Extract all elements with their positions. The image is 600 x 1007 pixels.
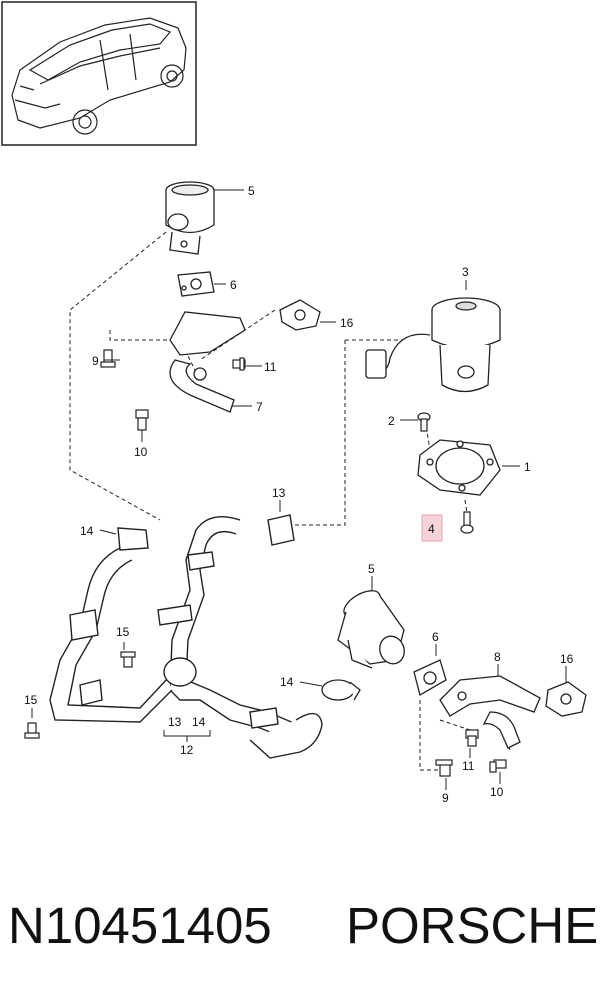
valve-bottom bbox=[337, 590, 405, 669]
vehicle-thumbnail bbox=[1, 1, 197, 146]
parts-diagram: 5 6 16 9 11 7 10 3 2 1 4 13 14 15 15 13 … bbox=[1, 1, 587, 805]
callout-5-top: 5 bbox=[248, 184, 255, 198]
gasket-16-bottom bbox=[545, 681, 587, 717]
bolts-bottom bbox=[435, 729, 507, 777]
gasket-bottom bbox=[413, 659, 447, 696]
callout-11-top: 11 bbox=[264, 360, 277, 374]
callout-5-bottom: 5 bbox=[368, 562, 375, 576]
callout-6-top: 6 bbox=[230, 278, 237, 292]
callout-9-bottom: 9 bbox=[442, 791, 449, 805]
callout-7: 7 bbox=[256, 400, 263, 414]
valve-top bbox=[165, 181, 215, 255]
screws-pump bbox=[417, 412, 474, 534]
callout-13-group: 13 bbox=[168, 715, 182, 729]
callout-2: 2 bbox=[388, 414, 395, 428]
callout-4: 4 bbox=[428, 522, 435, 536]
clamp-14-bottom bbox=[321, 679, 361, 701]
callout-10-top: 10 bbox=[134, 445, 148, 459]
callout-16-bottom: 16 bbox=[560, 652, 574, 666]
highlight-box bbox=[421, 514, 443, 542]
callout-8: 8 bbox=[494, 650, 501, 664]
callout-14-group: 14 bbox=[192, 715, 206, 729]
flange-1 bbox=[417, 439, 501, 496]
air-pump bbox=[365, 297, 501, 393]
callout-14-bottom: 14 bbox=[280, 675, 294, 689]
gasket-top bbox=[177, 271, 215, 297]
callout-6-bottom: 6 bbox=[432, 630, 439, 644]
callout-9-top: 9 bbox=[92, 354, 99, 368]
callout-labels: 5 6 16 9 11 7 10 3 2 1 4 13 14 15 15 13 … bbox=[24, 184, 574, 805]
callout-15-mid: 15 bbox=[116, 625, 130, 639]
callout-13-top: 13 bbox=[272, 486, 286, 500]
gasket-16-top bbox=[279, 299, 321, 331]
callout-12: 12 bbox=[180, 743, 194, 757]
callout-15-low: 15 bbox=[24, 693, 38, 707]
pipe-7 bbox=[169, 311, 246, 413]
part-number: N10451405 bbox=[8, 897, 272, 954]
callout-16-top: 16 bbox=[340, 316, 354, 330]
callout-1: 1 bbox=[524, 460, 531, 474]
callout-11-bottom: 11 bbox=[462, 759, 475, 773]
bolts-mid bbox=[24, 651, 136, 739]
callout-3: 3 bbox=[462, 265, 469, 279]
brand-name: PORSCHE bbox=[346, 897, 599, 954]
hose-assembly bbox=[49, 514, 323, 759]
pipe-8 bbox=[439, 675, 541, 749]
callout-leaders bbox=[31, 189, 567, 790]
callout-14-left: 14 bbox=[80, 524, 94, 538]
callout-10-bottom: 10 bbox=[490, 785, 504, 799]
